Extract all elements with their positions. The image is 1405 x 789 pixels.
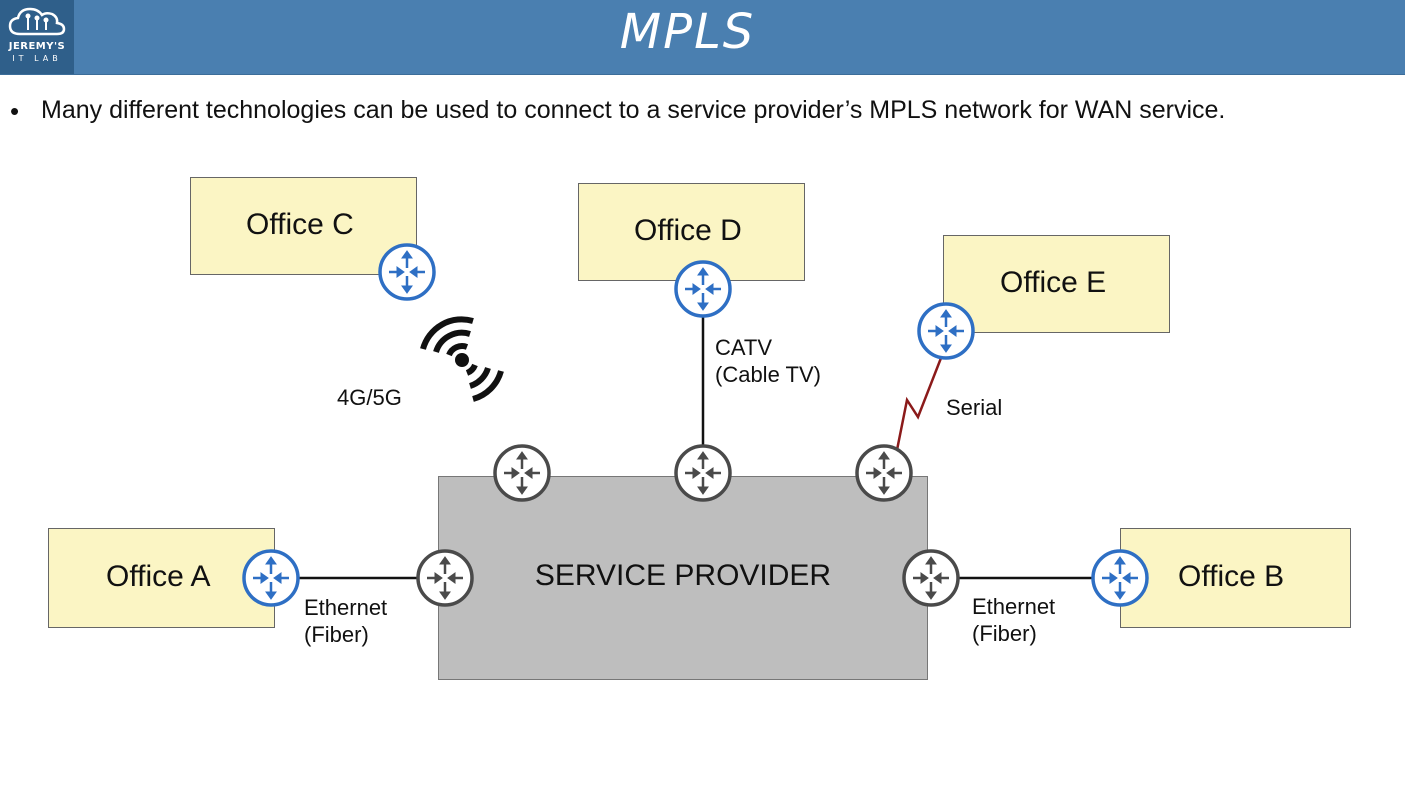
office-b-box: [1120, 528, 1351, 628]
provider-router-icon: [674, 444, 732, 502]
link-label-catv-line1: CATV: [715, 335, 773, 360]
office-d-router-icon: [674, 260, 732, 318]
link-label-ethernet-b: Ethernet (Fiber): [972, 593, 1055, 647]
office-e-box: [943, 235, 1170, 333]
link-label-ethernet-a-line1: Ethernet: [304, 595, 388, 620]
office-c-router-icon: [378, 243, 436, 301]
service-provider-box: [438, 476, 928, 680]
provider-router-icon: [855, 444, 913, 502]
office-b-router-icon: [1091, 549, 1149, 607]
link-label-ethernet-a-line2: (Fiber): [304, 622, 369, 647]
provider-router-icon: [902, 549, 960, 607]
office-a-label: Office A: [106, 560, 211, 593]
bullet-marker: •: [10, 96, 20, 126]
logo-subtext: IT LAB: [12, 54, 62, 63]
office-e-router-icon: [917, 302, 975, 360]
link-label-catv-line2: (Cable TV): [715, 362, 821, 387]
link-label-ethernet-b-line1: Ethernet: [972, 594, 1056, 619]
link-office-e-serial: [895, 357, 943, 451]
link-label-ethernet-a: Ethernet (Fiber): [304, 594, 387, 648]
bullet-text: Many different technologies can be used …: [41, 96, 1226, 124]
link-label-4g5g: 4G/5G: [337, 385, 402, 410]
office-b-label: Office B: [1178, 560, 1285, 593]
provider-router-icon: [493, 444, 551, 502]
office-e-label: Office E: [1000, 266, 1107, 299]
cloud-circuit-icon: [8, 7, 66, 36]
logo: JEREMY'S IT LAB: [0, 0, 74, 74]
office-c-label: Office C: [246, 208, 354, 241]
office-c-box: [190, 177, 417, 275]
link-label-serial: Serial: [946, 395, 1003, 420]
link-label-ethernet-b-line2: (Fiber): [972, 621, 1037, 646]
service-provider-label: SERVICE PROVIDER: [534, 559, 832, 592]
office-d-label: Office D: [634, 214, 742, 247]
link-label-catv: CATV (Cable TV): [715, 334, 821, 388]
slide-title: MPLS: [619, 4, 756, 60]
title-bar: JEREMY'S IT LAB MPLS: [0, 0, 1405, 75]
logo-text: JEREMY'S: [8, 41, 66, 52]
office-a-router-icon: [242, 549, 300, 607]
wireless-signal-icon: [420, 316, 504, 402]
provider-router-icon: [416, 549, 474, 607]
